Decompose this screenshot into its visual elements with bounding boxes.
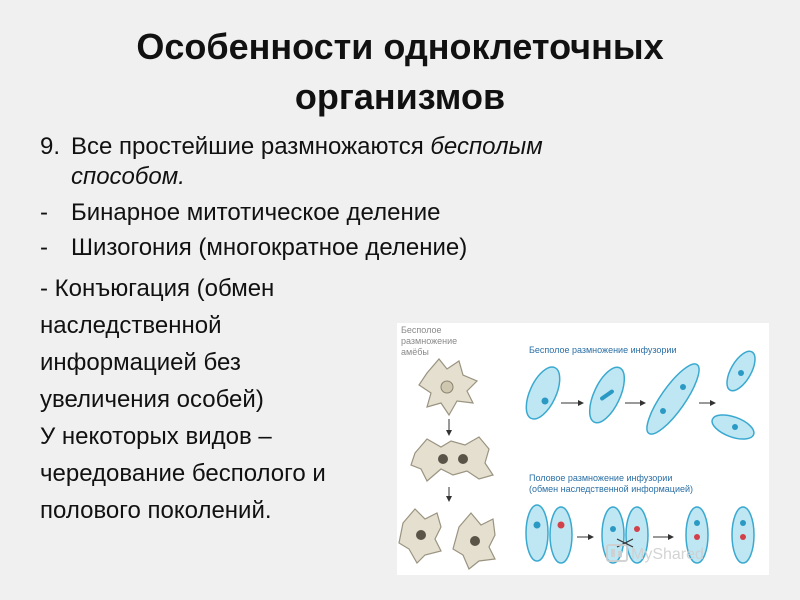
infusoria-nucleus bbox=[541, 397, 549, 405]
infusoria-nucleus-red bbox=[634, 526, 640, 532]
paragraph-line: наследственной bbox=[40, 312, 222, 339]
amoeba-nucleus bbox=[458, 454, 468, 464]
point-text-italic-2: способом. bbox=[71, 163, 185, 190]
bullet-dash: - bbox=[40, 234, 48, 261]
sexual-infusoria-label-line-1: Половое размножение инфузории bbox=[529, 473, 672, 483]
amoeba-nucleus bbox=[438, 454, 448, 464]
infusoria-nucleus bbox=[600, 389, 614, 401]
point-text-plain: Все простейшие размножаются bbox=[71, 133, 431, 160]
point-text: Все простейшие размножаются бесполым спо… bbox=[40, 132, 640, 192]
slide-title-line-1: Особенности одноклеточных bbox=[136, 26, 664, 67]
bullet-text: Бинарное митотическое деление bbox=[71, 199, 441, 226]
infusoria-nucleus bbox=[680, 384, 686, 390]
infusoria-nucleus-red bbox=[694, 534, 700, 540]
infusoria-nucleus-red bbox=[740, 534, 746, 540]
point-9: 9. Все простейшие размножаются бесполым … bbox=[40, 132, 640, 192]
amoeba-nucleus bbox=[470, 536, 480, 546]
paragraph-line: - Конъюгация (обмен bbox=[40, 275, 275, 302]
slide-title: Особенности одноклеточных организмов bbox=[0, 22, 800, 122]
slide-title-line-2: организмов bbox=[294, 76, 506, 117]
amoeba-label-line-3: амёбы bbox=[401, 347, 429, 357]
paragraph-line: У некоторых видов – bbox=[40, 423, 272, 450]
bullet-text: Шизогония (многократное деление) bbox=[71, 234, 468, 261]
infusoria-nucleus bbox=[660, 408, 666, 414]
asexual-infusoria-label: Бесполое размножение инфузории bbox=[529, 345, 676, 355]
point-text-italic-1: бесполым bbox=[430, 133, 543, 160]
amoeba-nucleus bbox=[416, 530, 426, 540]
bullet-dash: - bbox=[40, 199, 48, 226]
infusoria-cell bbox=[549, 506, 573, 564]
watermark-logo: MyShared bbox=[606, 544, 704, 563]
infusoria-nucleus-red bbox=[557, 521, 565, 529]
infusoria-nucleus bbox=[694, 520, 700, 526]
paragraph-line: увеличения особей) bbox=[40, 386, 264, 413]
amoeba-nucleus bbox=[440, 380, 454, 394]
illustration-svg: Бесполое размножение амёбы Бесполое разм… bbox=[398, 325, 756, 570]
infusoria-nucleus bbox=[610, 526, 616, 532]
infusoria-cell bbox=[525, 366, 561, 420]
point-number: 9. bbox=[40, 133, 61, 160]
paragraph-line: полового поколений. bbox=[40, 497, 272, 524]
amoeba-label-line-2: размножение bbox=[401, 336, 457, 346]
infusoria-nucleus bbox=[533, 521, 541, 529]
infusoria-nucleus bbox=[732, 424, 738, 430]
infusoria-cell bbox=[625, 506, 649, 564]
infusoria-nucleus bbox=[740, 520, 746, 526]
watermark-text: MyShared bbox=[631, 546, 704, 563]
amoeba-dividing-cell bbox=[410, 436, 494, 482]
infusoria-nucleus bbox=[738, 370, 744, 376]
amoeba-label-line-1: Бесполое bbox=[401, 325, 441, 335]
paragraph-line: информацией без bbox=[40, 349, 241, 376]
conjugation-paragraph: - Конъюгация (обмен наследственной инфор… bbox=[40, 270, 400, 529]
sexual-infusoria-label-line-2: (обмен наследственной информацией) bbox=[529, 484, 693, 494]
infusoria-cell bbox=[525, 504, 549, 562]
infusoria-dividing-cell bbox=[646, 363, 700, 435]
paragraph-line: чередование бесполого и bbox=[40, 460, 326, 487]
reproduction-illustration: Бесполое размножение амёбы Бесполое разм… bbox=[397, 323, 769, 575]
